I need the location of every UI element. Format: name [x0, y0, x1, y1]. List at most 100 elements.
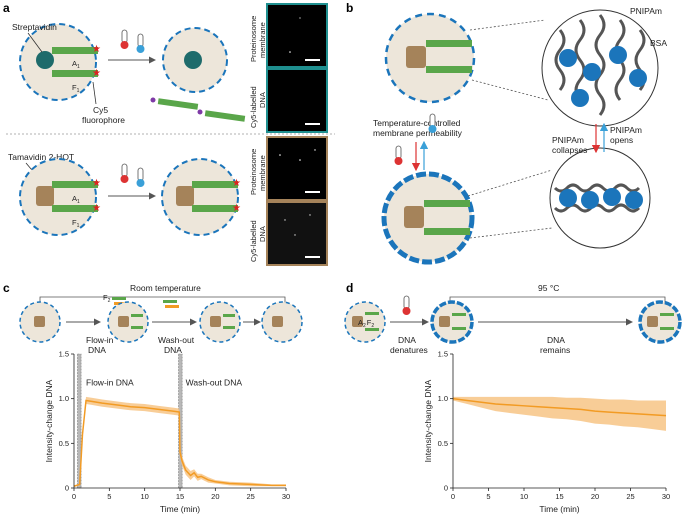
x-tick-label: 30 [282, 492, 290, 501]
y-tick-label: 0.5 [438, 439, 448, 448]
cell-c-4 [261, 301, 303, 343]
x-tick-label: 15 [555, 492, 563, 501]
star-icon: ★ [92, 44, 101, 55]
x-tick-label: 0 [451, 492, 455, 501]
img-label-cy5dna-b: Cy5-labelled [249, 220, 258, 262]
thermometer-hot-icon [120, 163, 129, 183]
star-icon: ★ [232, 178, 241, 189]
thermometer-hot-icon [120, 29, 129, 49]
zoom-line [469, 19, 546, 31]
bracket [449, 296, 666, 303]
thermometer-hot-icon [402, 295, 411, 315]
cell-a-top-1: ★ ★ A1 F1 [19, 23, 101, 101]
x-tick-label: 20 [211, 492, 219, 501]
label-f1-bottom: F1 [72, 218, 80, 229]
y-tick-label: 1.0 [59, 394, 69, 403]
cell-d-2 [430, 300, 474, 344]
label-a1-bottom: A1 [72, 194, 80, 205]
thermometer-hot-icon [394, 145, 403, 165]
x-axis-label: Time (min) [160, 504, 200, 514]
cell-b-bottom [381, 171, 475, 265]
x-axis-label: Time (min) [539, 504, 579, 514]
x-tick-label: 20 [591, 492, 599, 501]
dna-fragment [112, 297, 126, 300]
thermometer-cold-icon [136, 167, 145, 187]
cell-a-bottom-2: ★ ★ [161, 158, 241, 236]
y-tick-label: 0.5 [59, 439, 69, 448]
pointer-line [92, 81, 97, 105]
label-remains-2: remains [540, 345, 570, 355]
dna-fragment [165, 305, 179, 308]
label-fluorophore: fluorophore [82, 115, 125, 125]
y-tick-label: 1.5 [59, 350, 69, 359]
label-cy5: Cy5 [93, 105, 108, 115]
cell-a-bottom-1: ★ ★ A1 F1 [19, 158, 101, 236]
label-flow-in-1: Flow-in [86, 335, 114, 345]
label-tamavidin: Tamavidin 2-HOT [8, 152, 74, 162]
annotation-wash-out: Wash-out DNA [186, 377, 243, 387]
label-permeability-2: membrane permeability [373, 128, 463, 138]
label-collapses-2: collapses [552, 145, 587, 155]
label-room-temp: Room temperature [130, 283, 201, 293]
x-tick-label: 30 [662, 492, 670, 501]
star-icon: ★ [92, 68, 101, 79]
img-label-dna-b: DNA [258, 226, 267, 242]
x-tick-label: 5 [107, 492, 111, 501]
micrograph-proteinosome-top [266, 3, 328, 68]
img-label-membrane: membrane [258, 22, 267, 58]
dna-fragment [163, 300, 177, 303]
x-tick-label: 0 [72, 492, 76, 501]
micrograph-dna-top [266, 68, 328, 133]
zoom-line [467, 169, 553, 197]
panel-label-a: a [3, 1, 10, 15]
label-f1: F1 [72, 83, 80, 94]
label-95c: 95 °C [538, 283, 559, 293]
label-pnipam: PNIPAm [630, 6, 662, 16]
star-icon: ★ [92, 203, 101, 214]
membrane-zoom-bottom [549, 147, 651, 249]
y-tick-label: 0 [65, 484, 69, 493]
annotation-flow-in: Flow-in DNA [86, 377, 134, 387]
label-permeability-1: Temperature-controlled [373, 118, 461, 128]
x-tick-label: 10 [140, 492, 148, 501]
img-label-dna: DNA [258, 92, 267, 108]
series-line [73, 399, 286, 487]
zoom-line [471, 79, 549, 101]
star-icon: ★ [232, 203, 241, 214]
x-tick-label: 25 [626, 492, 634, 501]
pointer-line [27, 32, 43, 53]
thermometer-cold-icon [136, 33, 145, 53]
label-flow-in-2: DNA [88, 345, 106, 355]
micrograph-dna-bottom [266, 201, 328, 266]
label-a1: A1 [72, 59, 80, 70]
label-a2f2: A2F2 [358, 318, 374, 329]
cell-b-top [384, 12, 476, 104]
cell-c-2 [107, 301, 149, 343]
y-tick-label: 1.5 [438, 350, 448, 359]
membrane-zoom-top [541, 9, 659, 127]
label-opens-2: opens [610, 135, 633, 145]
cell-d-1 [344, 301, 386, 343]
y-axis-label: Intensity-change DNA [44, 379, 54, 462]
img-label-cy5dna: Cy5-labelled [249, 86, 258, 128]
label-f2: F2 [103, 293, 111, 304]
label-streptavidin: Streptavidin [12, 22, 57, 32]
y-axis-label: Intensity-change DNA [423, 379, 433, 462]
label-wash-out-1: Wash-out [158, 335, 195, 345]
dna-strand [52, 47, 98, 54]
dna-strand [52, 70, 98, 77]
label-denatures-1: DNA [398, 335, 416, 345]
series-line [452, 397, 667, 417]
zoom-line [469, 227, 553, 239]
label-collapses-1: PNIPAm [552, 135, 584, 145]
released-dna [150, 97, 246, 122]
cell-a-top-2 [162, 27, 228, 93]
panel-label-d: d [346, 281, 353, 295]
label-wash-out-2: DNA [164, 345, 182, 355]
bracket [39, 296, 286, 303]
img-label-proteinosome-b: Proteinosome [249, 149, 258, 195]
y-tick-label: 0 [444, 484, 448, 493]
